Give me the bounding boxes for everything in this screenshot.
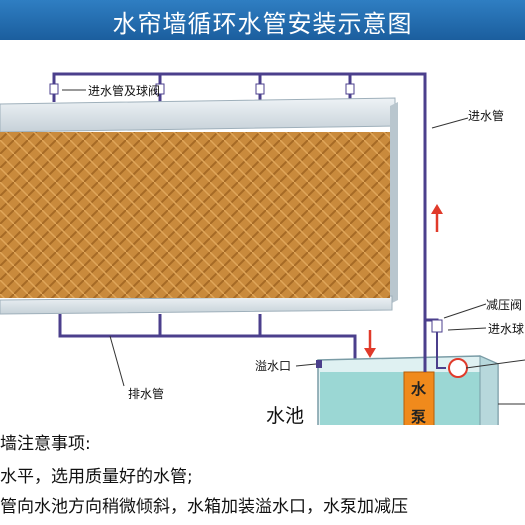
cooling-pad — [0, 132, 390, 298]
label-inlet-pipe: 进水管 — [468, 109, 505, 123]
title-bar: 水帘墙循环水管安装示意图 — [0, 0, 525, 40]
diagram-title: 水帘墙循环水管安装示意图 — [112, 10, 413, 38]
label-inlet-ball-valve: 进水球 — [488, 322, 525, 336]
notes-line-2: 管向水池方向稍微倾斜，水箱加装溢水口，水泵加减压 — [0, 497, 408, 517]
label-inlet-pipe-valve: 进水管及球阀 — [88, 84, 161, 98]
float-valve — [436, 332, 468, 378]
pipe-diagram — [0, 72, 525, 425]
water-pump — [403, 371, 435, 425]
leader-lines — [62, 89, 525, 405]
label-pool: 水池 — [266, 405, 305, 427]
label-overflow: 溢水口 — [255, 359, 292, 373]
valve-markers-top — [49, 83, 355, 95]
pump-label-water: 水 — [411, 380, 427, 398]
drain-pipe — [58, 314, 357, 385]
label-pressure-valve: 减压阀 — [486, 298, 523, 312]
notes-line-1: 水平，选用质量好的水管; — [0, 467, 193, 487]
pump-label-pump: 泵 — [411, 408, 427, 426]
flow-arrow-up — [431, 204, 443, 232]
notes-heading: 墙注意事项: — [0, 434, 91, 454]
pressure-valve — [431, 319, 443, 333]
overflow-outlet — [316, 360, 322, 368]
flow-arrow-down — [364, 330, 376, 358]
cooling-pad-frame — [0, 97, 398, 315]
label-drain-pipe: 排水管 — [128, 387, 165, 401]
